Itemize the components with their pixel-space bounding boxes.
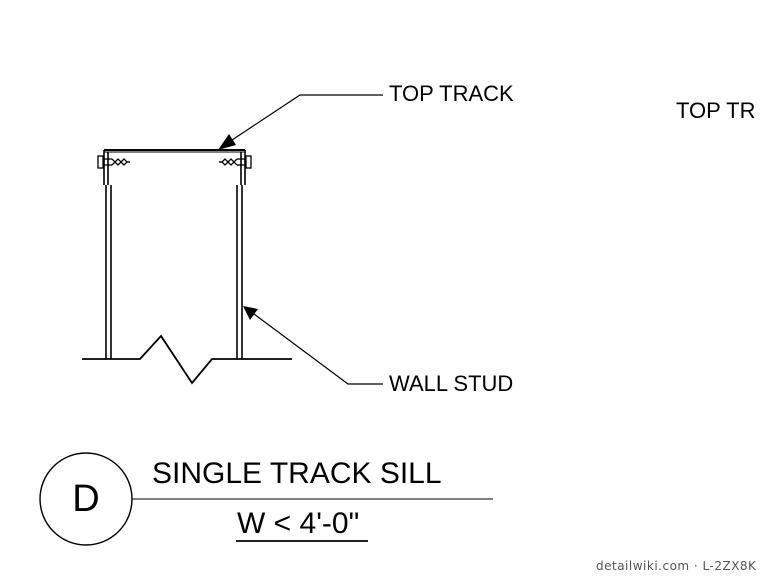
detail-letter: D [72, 478, 100, 520]
top-track-leader [231, 94, 383, 141]
wall-stud-label: WALL STUD [389, 371, 514, 396]
watermark: detailwiki.com · L-2ZX8K [596, 559, 757, 573]
floor-break-line [82, 334, 292, 385]
right-screw-icon [219, 155, 252, 169]
top-track-label: TOP TRACK [389, 81, 514, 106]
detail-title: SINGLE TRACK SILL [152, 457, 442, 490]
top-track-arrowhead-icon [218, 134, 236, 150]
wall-stud-leader [253, 313, 383, 385]
wall-stud-arrowhead-icon [243, 306, 258, 320]
left-screw-icon [97, 155, 130, 169]
track-assembly [103, 149, 246, 359]
top-track-label-clipped: TOP TR [676, 98, 756, 123]
detail-subtitle: W < 4'-0" [237, 507, 360, 540]
